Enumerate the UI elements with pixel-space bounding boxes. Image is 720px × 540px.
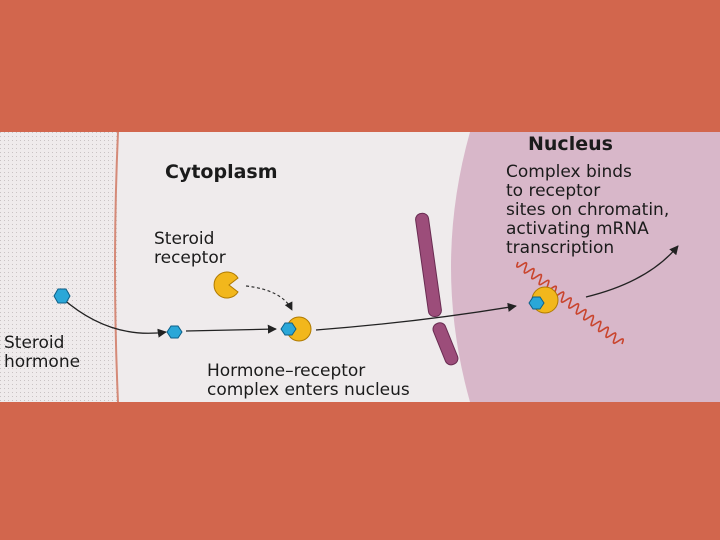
free-steroid-hormone xyxy=(53,288,71,304)
nucleus-title: Nucleus xyxy=(528,133,613,155)
nucleus-note-line-1: Complex binds xyxy=(506,162,632,182)
steroid-hormone-label-line-1: Steroid xyxy=(4,333,64,353)
mrna-strand xyxy=(515,261,625,345)
plasma-membrane xyxy=(114,131,119,403)
nucleus-note-line-2: to receptor xyxy=(506,181,600,201)
complex-to-nucleus-arrow xyxy=(315,302,517,331)
complex-enters-label-line-2: complex enters nucleus xyxy=(207,380,410,400)
nuclear-envelope-upper xyxy=(415,212,442,318)
complex-enters-label-line-1: Hormone–receptor xyxy=(207,361,365,381)
nuclear-complex-hormone xyxy=(528,296,545,310)
extracellular-region xyxy=(0,132,118,402)
receptor-binding-arrow xyxy=(245,285,293,311)
nucleus-region xyxy=(451,132,720,402)
steroid-hormone-label-line-2: hormone xyxy=(4,352,80,372)
steroid-receptor-label-line-2: receptor xyxy=(154,248,226,268)
cytoplasmic-steroid-hormone xyxy=(166,325,183,339)
nuclear-envelope-lower xyxy=(432,322,459,366)
unbound-steroid-receptor xyxy=(213,271,239,299)
steroid-receptor-label-line-1: Steroid xyxy=(154,229,214,249)
transcription-arrow xyxy=(585,245,679,298)
nucleus-note-line-5: transcription xyxy=(506,238,614,258)
hormone-entry-arrow xyxy=(61,297,167,338)
hormone-receptor-complex-hormone xyxy=(280,322,297,336)
cytoplasm-title: Cytoplasm xyxy=(165,161,278,183)
nucleus-note-line-3: sites on chromatin, xyxy=(506,200,669,220)
hormone-to-receptor-arrow xyxy=(185,324,277,334)
nucleus-note-line-4: activating mRNA xyxy=(506,219,649,239)
